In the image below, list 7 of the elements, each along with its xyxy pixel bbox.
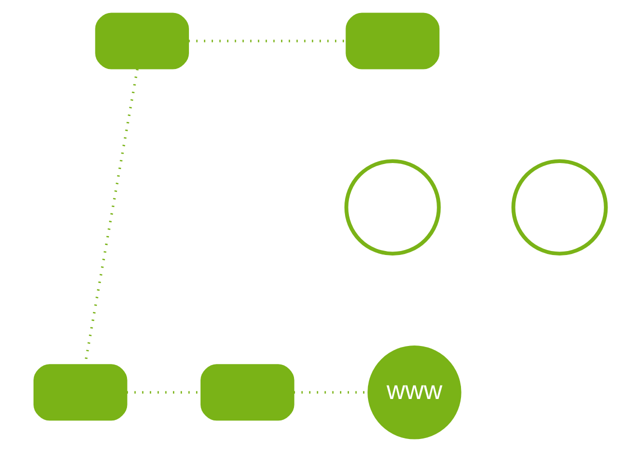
node-box (346, 12, 440, 70)
node-circle: www (368, 345, 462, 440)
node-circle (344, 159, 441, 256)
node-circle (511, 159, 608, 256)
node-box (34, 364, 128, 421)
node-box (95, 12, 189, 70)
node-box (200, 364, 294, 421)
